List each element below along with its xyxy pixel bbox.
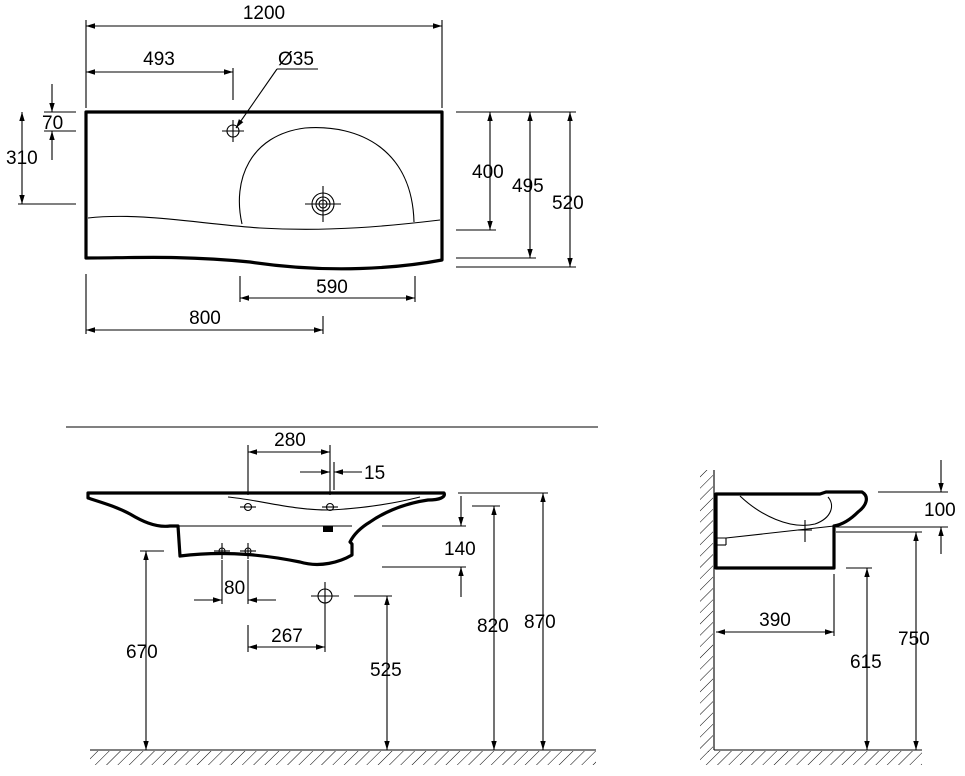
dim-basin-height: 140 bbox=[444, 539, 476, 560]
tap-hole-right-front bbox=[322, 502, 338, 512]
basin-outline-front bbox=[86, 491, 446, 567]
waste-marker-side bbox=[798, 520, 812, 542]
dim-top-height: 870 bbox=[524, 612, 556, 633]
dim-lower-height: 615 bbox=[850, 652, 882, 673]
bowl-profile-side bbox=[739, 495, 832, 526]
dim-leader-diameter bbox=[235, 68, 278, 129]
tap-hole bbox=[222, 120, 244, 142]
dim-offset-small: 15 bbox=[364, 463, 385, 484]
dim-tap-hole-diameter: Ø35 bbox=[278, 49, 314, 70]
floor-hatch-side bbox=[700, 751, 922, 765]
dim-fixing-spacing: 80 bbox=[224, 578, 245, 599]
dim-underside-height: 820 bbox=[477, 616, 509, 637]
dim-rim-height: 100 bbox=[924, 500, 956, 521]
bowl-outline bbox=[238, 127, 415, 225]
front-edge-curve bbox=[87, 215, 441, 230]
dim-waste-to-front: 310 bbox=[6, 148, 38, 169]
wall-hatch-side bbox=[700, 470, 713, 752]
dim-projection: 390 bbox=[759, 610, 791, 631]
fixing-point-left bbox=[214, 543, 230, 559]
floor-hatch-front bbox=[90, 751, 596, 765]
dim-waste-offset-front: 267 bbox=[271, 626, 303, 647]
waste-stub bbox=[323, 526, 333, 532]
dim-fixing-height: 670 bbox=[126, 642, 158, 663]
side-view: 100 390 615 750 bbox=[700, 460, 956, 765]
dim-tap-spacing: 280 bbox=[274, 430, 306, 451]
dim-waste-offset-plan: 800 bbox=[189, 308, 221, 329]
dim-depth-total: 520 bbox=[552, 193, 584, 214]
dim-tap-hole-to-front: 70 bbox=[42, 113, 63, 134]
plan-view: 1200 493 Ø35 70 310 400 495 520 bbox=[6, 3, 584, 334]
basin-outline-plan bbox=[84, 110, 444, 271]
dim-tap-hole-offset: 493 bbox=[143, 49, 175, 70]
bowl-profile-front bbox=[227, 496, 421, 511]
basin-outline-side bbox=[714, 490, 868, 570]
tap-hole-left-front bbox=[240, 502, 256, 512]
fixing-point-right bbox=[240, 543, 256, 559]
dim-bowl-width: 590 bbox=[316, 277, 348, 298]
dim-upper-height: 750 bbox=[898, 629, 930, 650]
front-view: 280 15 140 80 267 670 525 bbox=[66, 426, 598, 765]
dim-waste-height: 525 bbox=[370, 660, 402, 681]
waste-outlet bbox=[305, 186, 341, 222]
dim-bowl-depth: 400 bbox=[472, 162, 504, 183]
dim-depth-mid: 495 bbox=[512, 176, 544, 197]
waste-outlet-front bbox=[311, 582, 339, 610]
dim-overall-width: 1200 bbox=[243, 3, 285, 24]
